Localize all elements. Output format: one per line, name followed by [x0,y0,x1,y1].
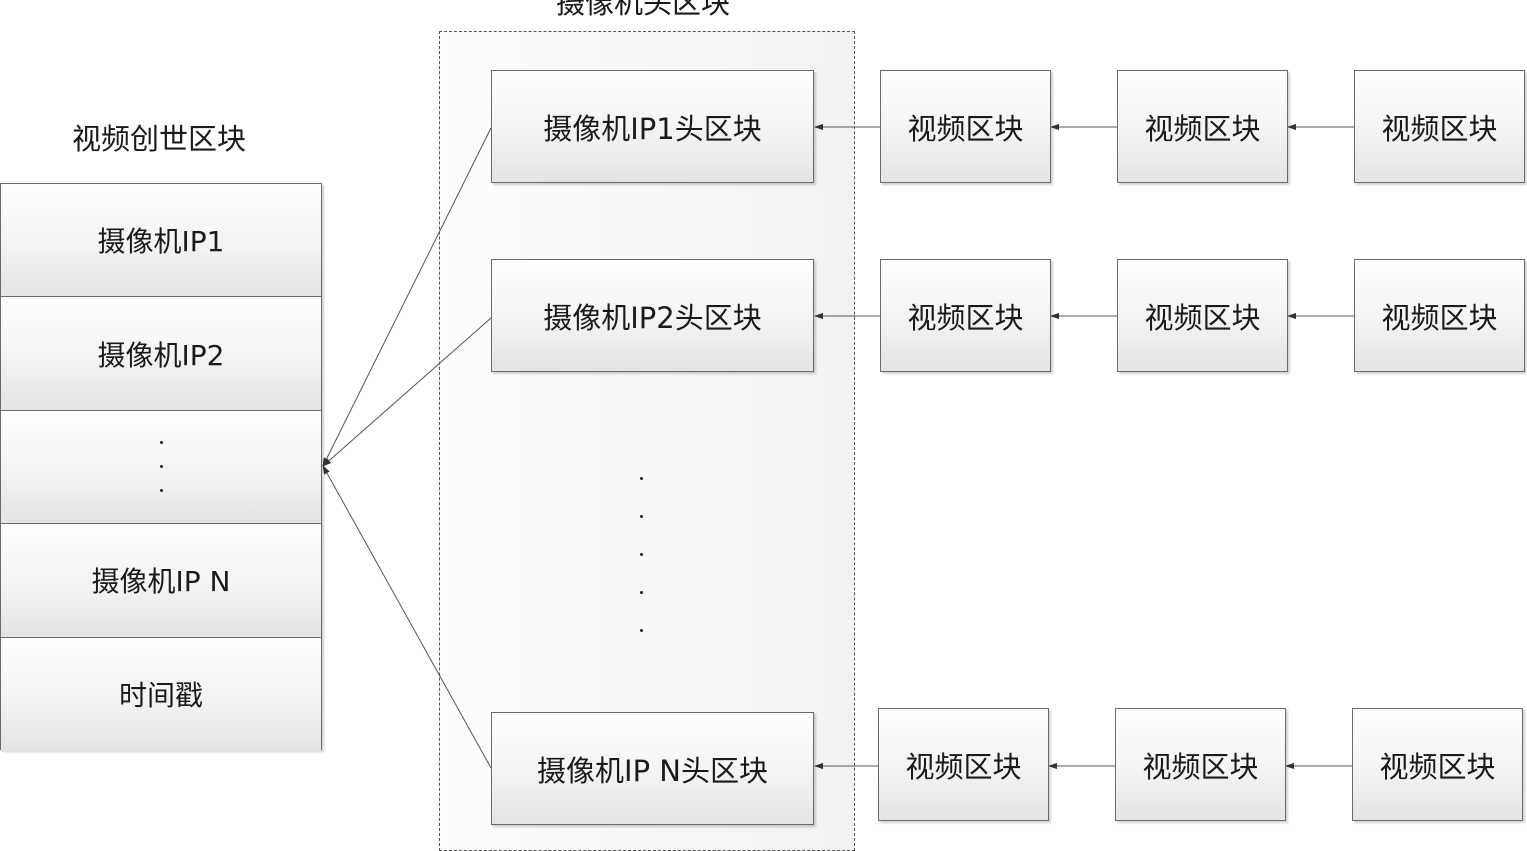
video-block: 视频区块 [1117,259,1288,372]
genesis-cell-label: 摄像机IP2 [97,338,225,372]
ellipsis-dot [640,553,643,556]
video-block: 视频区块 [878,708,1049,821]
arrow-headN-to-genesis [322,465,492,769]
region-title: 摄像机头区块 [556,0,731,20]
camera-ipn-head-block: 摄像机IP N头区块 [491,712,814,825]
genesis-cell-camera-ip1: 摄像机IP1 [1,184,321,298]
video-block: 视频区块 [880,70,1051,183]
genesis-cell-ellipsis [1,410,321,525]
arrow-head2-to-genesis [322,317,492,467]
genesis-cell-camera-ip2: 摄像机IP2 [1,297,321,411]
camera-ip2-head-block: 摄像机IP2头区块 [491,259,814,372]
genesis-block: 摄像机IP1 摄像机IP2 摄像机IP N 时间戳 [0,183,322,751]
ellipsis-dot [640,629,643,632]
genesis-cell-label: 时间戳 [118,679,203,713]
video-block: 视频区块 [1354,259,1525,372]
video-block: 视频区块 [1352,708,1523,821]
genesis-cell-camera-ipn: 摄像机IP N [1,524,321,638]
video-block: 视频区块 [880,259,1051,372]
arrow-head1-to-genesis [322,127,492,467]
genesis-cell-timestamp: 时间戳 [1,637,321,751]
vertical-ellipsis [159,441,163,493]
head-blocks-ellipsis [640,477,643,632]
ellipsis-dot [640,477,643,480]
ellipsis-dot [640,591,643,594]
genesis-cell-label: 摄像机IP N [91,565,231,599]
video-block: 视频区块 [1115,708,1286,821]
genesis-cell-label: 摄像机IP1 [97,225,225,259]
video-block: 视频区块 [1117,70,1288,183]
ellipsis-dot [640,515,643,518]
ellipsis-dot [159,465,163,469]
genesis-block-title: 视频创世区块 [72,122,247,156]
video-block: 视频区块 [1354,70,1525,183]
camera-ip1-head-block: 摄像机IP1头区块 [491,70,814,183]
ellipsis-dot [159,489,163,493]
ellipsis-dot [159,441,163,445]
